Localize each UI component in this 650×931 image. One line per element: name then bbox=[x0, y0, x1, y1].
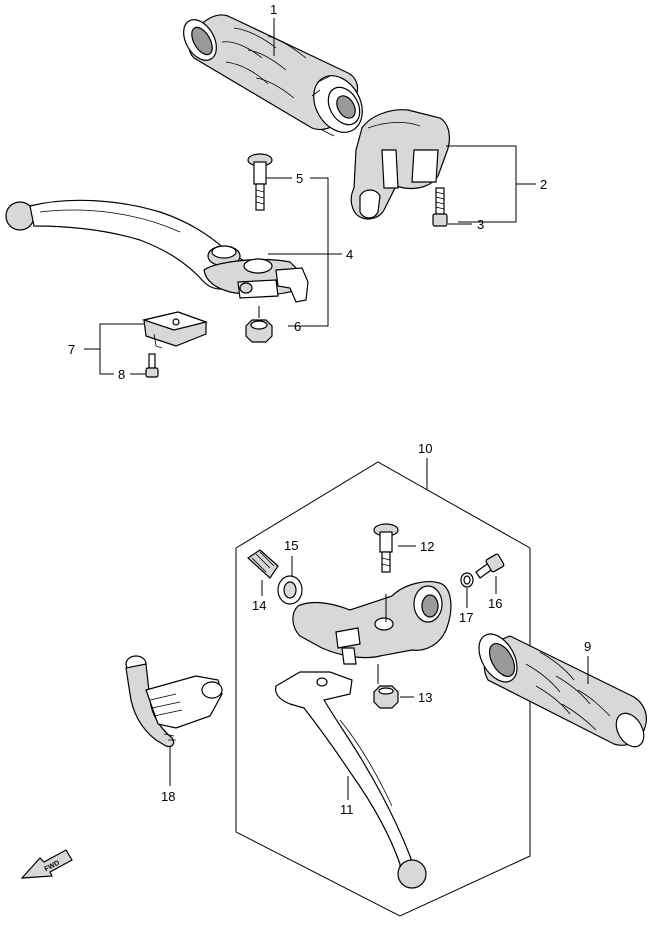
clutch-lever-part-11 bbox=[275, 671, 427, 889]
callout-17: 17 bbox=[459, 610, 473, 625]
callout-4: 4 bbox=[346, 247, 353, 262]
callout-9: 9 bbox=[584, 639, 591, 654]
switch-assembly-part-18 bbox=[125, 655, 223, 748]
brake-lever-part-4 bbox=[5, 199, 309, 303]
callout-13: 13 bbox=[418, 690, 432, 705]
callout-5: 5 bbox=[296, 171, 303, 186]
callout-18: 18 bbox=[161, 789, 175, 804]
callout-6: 6 bbox=[294, 319, 301, 334]
grip-right-part bbox=[183, 14, 363, 137]
adjuster-part-14 bbox=[247, 549, 279, 579]
callout-14: 14 bbox=[252, 598, 266, 613]
switch-part-7 bbox=[141, 311, 209, 349]
housing-part bbox=[350, 109, 450, 220]
fwd-arrow-icon: FWD bbox=[20, 849, 73, 879]
nut-part-6 bbox=[245, 319, 273, 343]
callout-10: 10 bbox=[418, 441, 432, 456]
callout-numbers: 1 2 3 4 5 6 7 8 9 10 11 12 13 14 15 16 1… bbox=[68, 2, 591, 817]
collar-part-15 bbox=[277, 575, 303, 605]
assembly-outline bbox=[235, 461, 531, 917]
callout-12: 12 bbox=[420, 539, 434, 554]
grip-left-part bbox=[478, 633, 647, 748]
callout-8: 8 bbox=[118, 367, 125, 382]
callout-11: 11 bbox=[340, 802, 354, 817]
callout-1: 1 bbox=[270, 2, 277, 17]
callout-7: 7 bbox=[68, 342, 75, 357]
washer-part-17 bbox=[460, 572, 474, 588]
screw-part-3 bbox=[432, 187, 448, 227]
screw-part-8 bbox=[145, 353, 159, 378]
bolt-part-12 bbox=[373, 523, 399, 573]
bolt-part-16 bbox=[475, 553, 505, 579]
callout-15: 15 bbox=[284, 538, 298, 553]
clutch-bracket-part bbox=[292, 581, 452, 665]
callout-3: 3 bbox=[477, 217, 484, 232]
nut-part-13 bbox=[373, 685, 399, 709]
callout-2: 2 bbox=[540, 177, 547, 192]
callout-16: 16 bbox=[488, 596, 502, 611]
bolt-part-5 bbox=[247, 153, 273, 211]
leader-lines bbox=[84, 18, 589, 800]
